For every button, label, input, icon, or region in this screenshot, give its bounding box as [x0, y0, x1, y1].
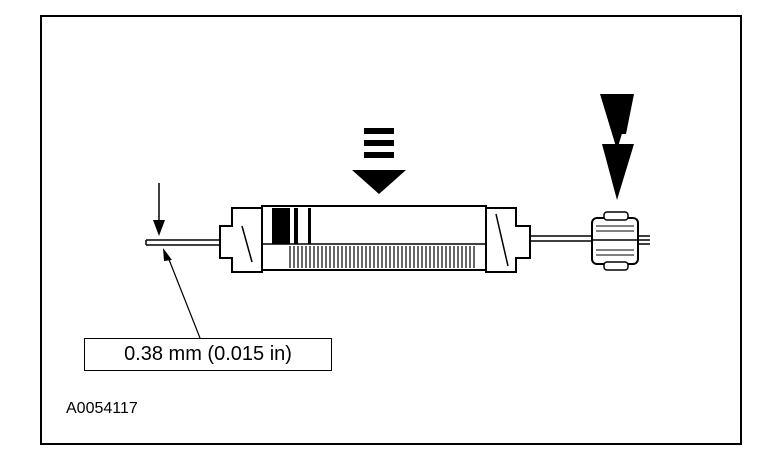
- right-wire: [530, 235, 592, 242]
- press-arrow-solid: [600, 94, 634, 200]
- dimension-leader: [163, 248, 201, 339]
- dimension-label: 0.38 mm (0.015 in): [84, 338, 332, 371]
- connector-clip: [591, 211, 650, 271]
- figure-frame: [40, 15, 742, 445]
- thickness-arrow-top: [153, 183, 165, 236]
- knurl-pattern: [289, 246, 475, 268]
- figure-id: A0054117: [66, 400, 138, 417]
- gauge-body: [219, 205, 531, 273]
- press-arrow-dashed: [352, 128, 406, 194]
- feeler-wire: [145, 239, 232, 246]
